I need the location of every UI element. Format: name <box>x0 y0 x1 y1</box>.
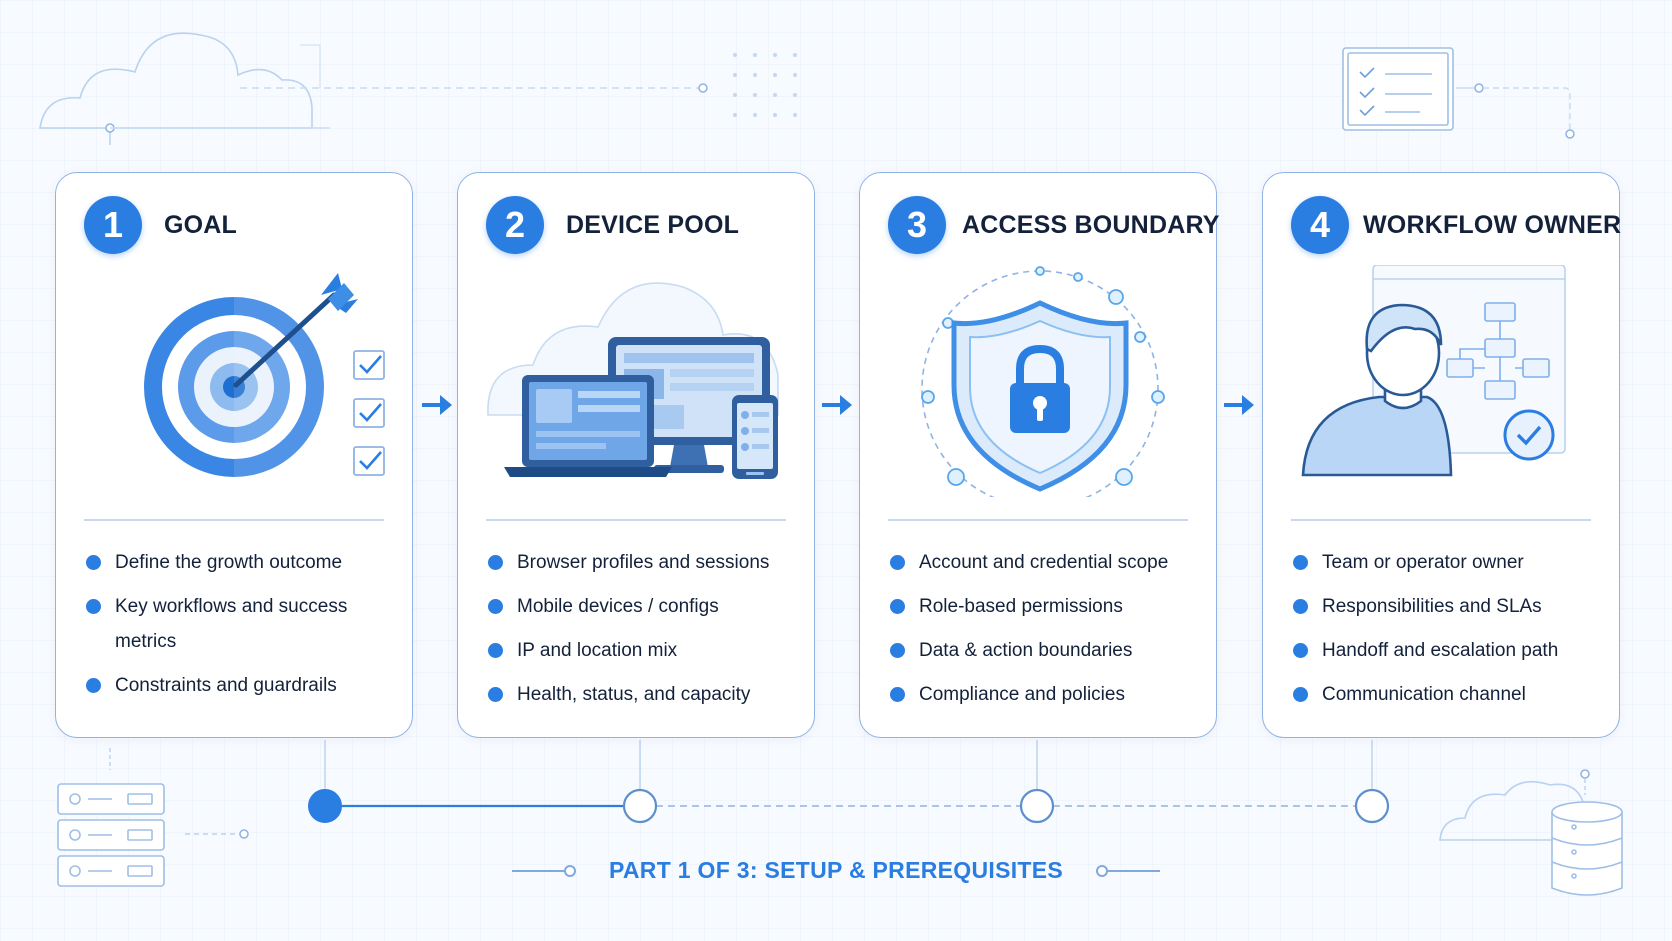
checklist-icon <box>1342 47 1454 131</box>
timeline-step-2 <box>622 788 658 824</box>
list-item: Team or operator owner <box>1291 545 1601 580</box>
card-header: 4 WORKFLOW OWNER <box>1291 195 1621 255</box>
cloud-icon <box>1439 780 1606 841</box>
target-icon <box>144 273 385 477</box>
list-item: Data & action boundaries <box>888 633 1198 668</box>
timeline-step-4 <box>1354 788 1390 824</box>
step-title: ACCESS BOUNDARY <box>962 210 1220 239</box>
step-title: GOAL <box>164 210 238 239</box>
list-item: Key workflows and success metrics <box>84 589 394 659</box>
devices-icon <box>487 282 779 479</box>
footer-label: PART 1 OF 3: SETUP & PREREQUISITES <box>608 857 1064 884</box>
footer-line-right <box>1107 869 1160 872</box>
card-header: 1 GOAL <box>84 195 237 255</box>
list-item: Communication channel <box>1291 677 1601 712</box>
step-card-access-boundary: 3 ACCESS BOUNDARY Account and credential… <box>859 172 1220 738</box>
list-item: Responsibilities and SLAs <box>1291 589 1601 624</box>
card-divider <box>486 519 786 521</box>
list-item: Handoff and escalation path <box>1291 633 1601 668</box>
shield-lock-icon <box>921 266 1165 497</box>
step-item-list: Account and credential scope Role-based … <box>888 545 1198 721</box>
timeline-step-3 <box>1019 788 1055 824</box>
person-workflow-icon <box>1301 265 1566 477</box>
cloud-icon <box>39 32 313 129</box>
list-item: Health, status, and capacity <box>486 677 796 712</box>
step-card-goal: 1 GOAL Define the growth outcome Key wor… <box>55 172 413 738</box>
dot-grid <box>733 53 797 117</box>
list-item: Account and credential scope <box>888 545 1198 580</box>
footer-dot-left <box>564 864 577 877</box>
step-item-list: Browser profiles and sessions Mobile dev… <box>486 545 796 721</box>
step-item-list: Team or operator owner Responsibilities … <box>1291 545 1601 721</box>
list-item: Constraints and guardrails <box>84 668 394 703</box>
footer-caption: PART 1 OF 3: SETUP & PREREQUISITES <box>0 856 1672 884</box>
list-item: Browser profiles and sessions <box>486 545 796 580</box>
card-divider <box>1291 519 1591 521</box>
list-item: Compliance and policies <box>888 677 1198 712</box>
step-card-device-pool: 2 DEVICE POOL Browser profiles and sessi… <box>457 172 815 738</box>
step-number-badge: 2 <box>486 196 544 254</box>
timeline-step-1 <box>308 789 342 823</box>
step-title: WORKFLOW OWNER <box>1363 210 1622 239</box>
step-item-list: Define the growth outcome Key workflows … <box>84 545 394 712</box>
step-number-badge: 4 <box>1291 196 1349 254</box>
card-divider <box>888 519 1188 521</box>
arrow-right-icon <box>422 395 452 415</box>
card-header: 2 DEVICE POOL <box>486 195 739 255</box>
step-card-workflow-owner: 4 WORKFLOW OWNER Team or operator owner … <box>1262 172 1621 738</box>
step-title: DEVICE POOL <box>566 210 740 239</box>
footer-line-left <box>512 869 565 872</box>
arrow-right-icon <box>1224 395 1254 415</box>
list-item: Define the growth outcome <box>84 545 394 580</box>
step-number-badge: 1 <box>84 196 142 254</box>
progress-timeline <box>308 740 1390 824</box>
list-item: IP and location mix <box>486 633 796 668</box>
arrow-right-icon <box>822 395 852 415</box>
list-item: Role-based permissions <box>888 589 1198 624</box>
card-divider <box>84 519 384 521</box>
footer-dot-right <box>1095 864 1108 877</box>
step-number-badge: 3 <box>888 196 946 254</box>
list-item: Mobile devices / configs <box>486 589 796 624</box>
card-header: 3 ACCESS BOUNDARY <box>888 195 1220 255</box>
